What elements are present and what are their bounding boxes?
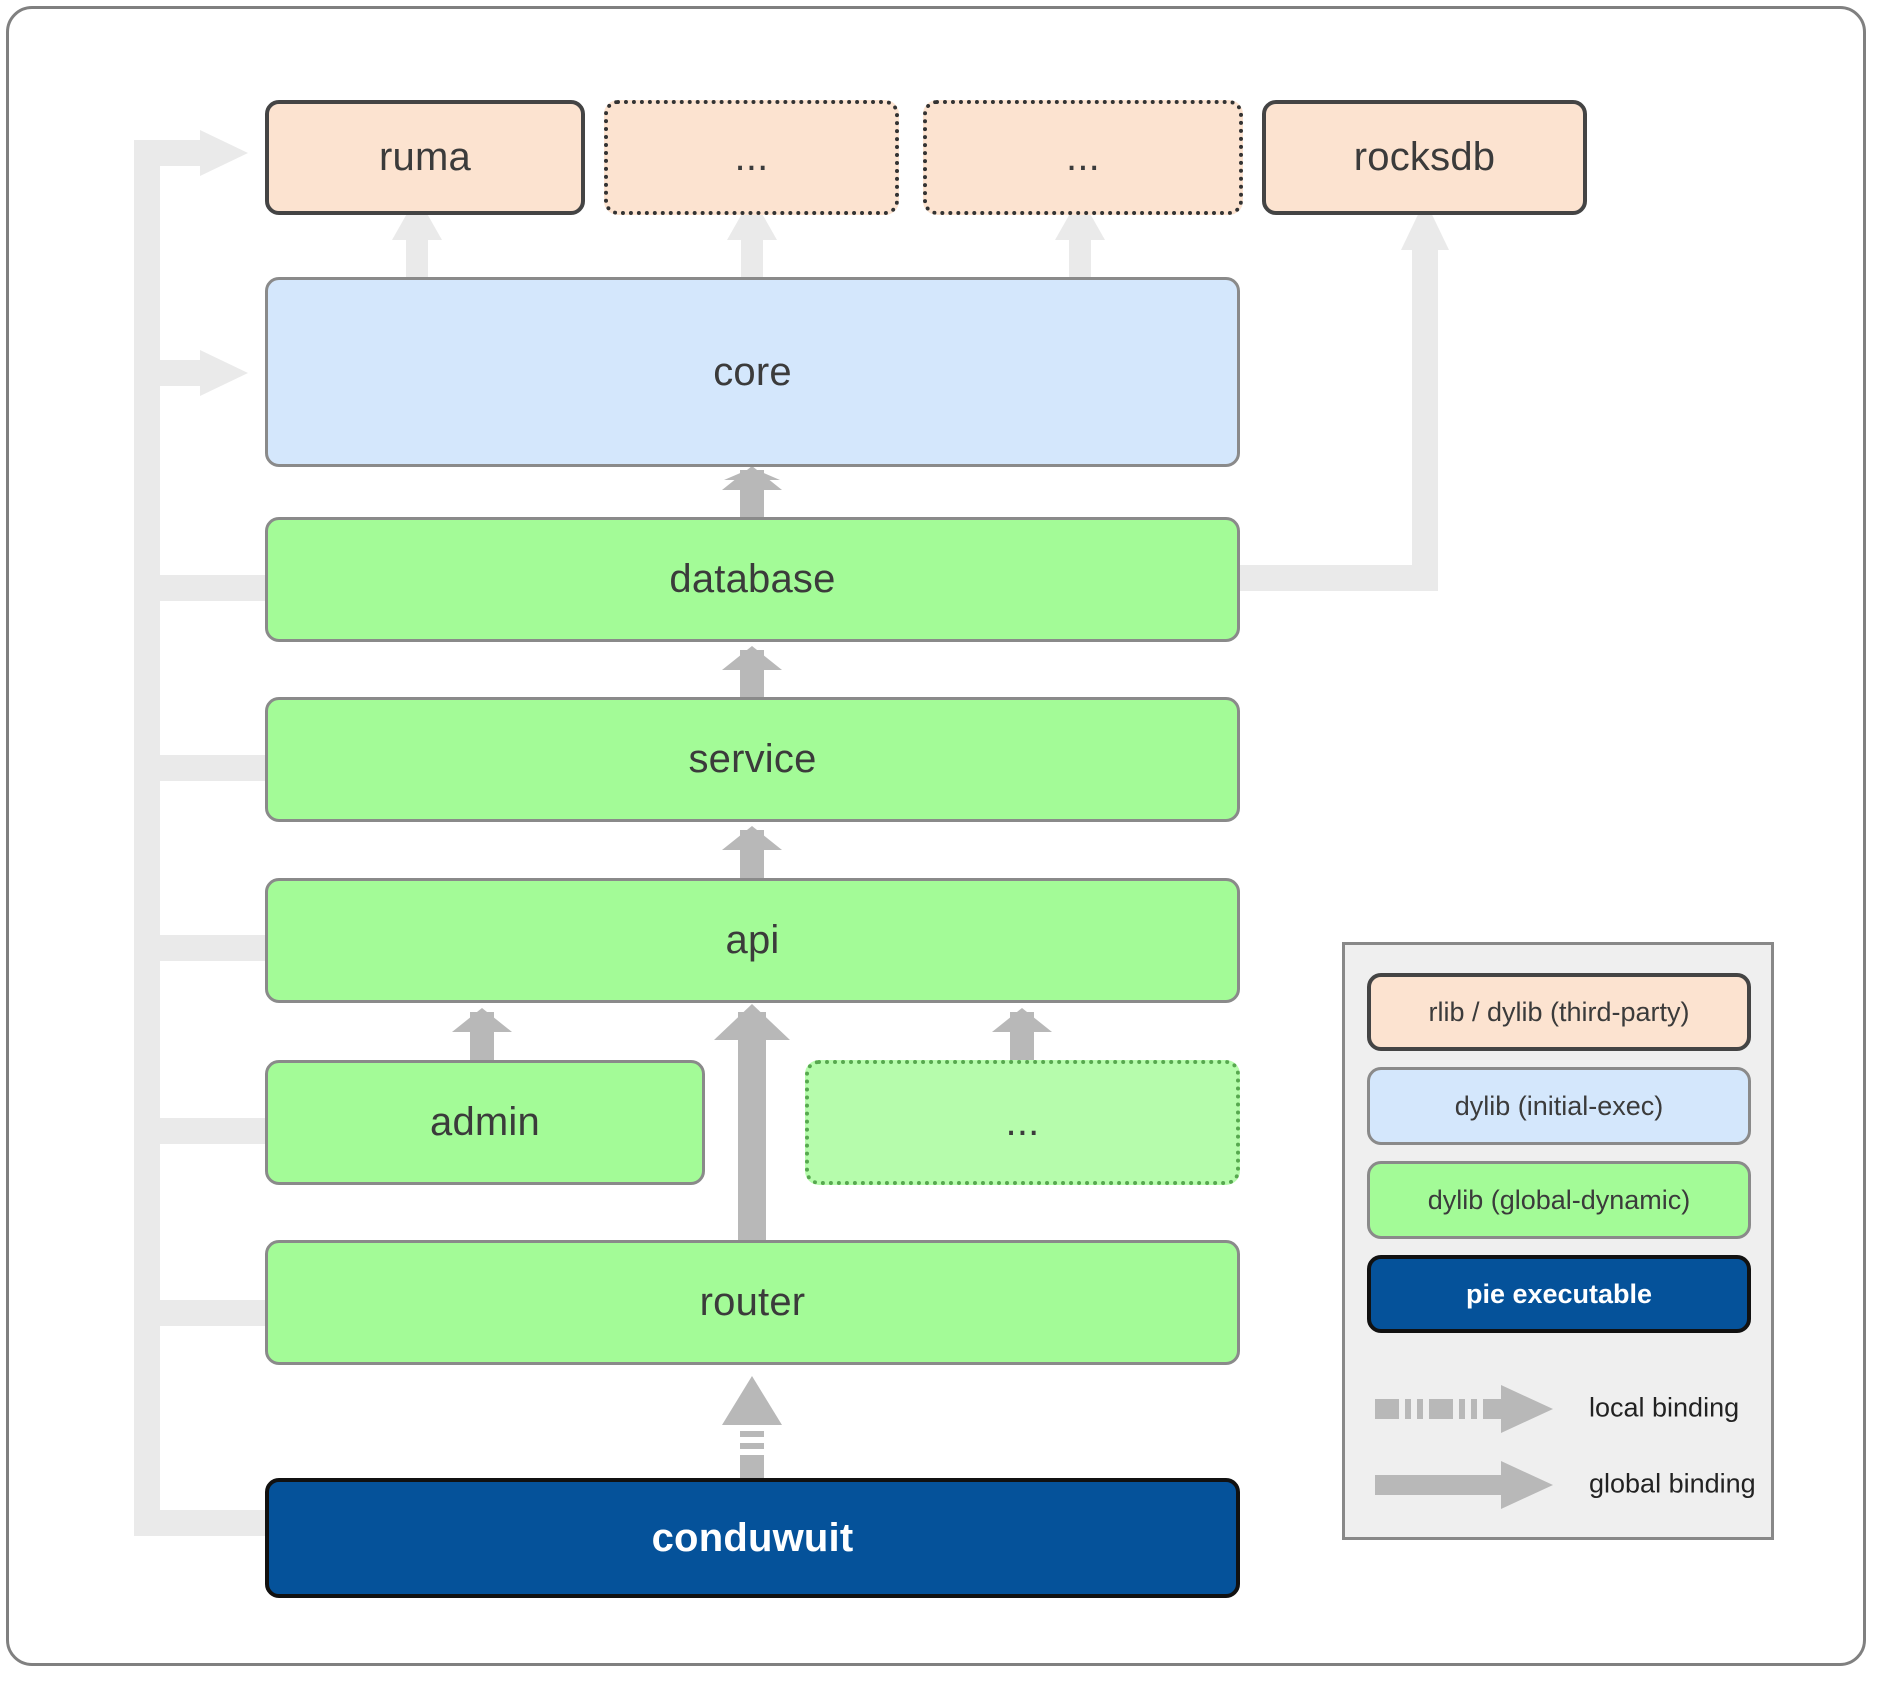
- node-rocksdb[interactable]: rocksdb: [1262, 100, 1587, 215]
- node-top-dots-2[interactable]: ...: [923, 100, 1243, 215]
- trunk-arrowheads: [200, 130, 248, 396]
- node-core[interactable]: core: [265, 277, 1240, 467]
- node-top-dots-2-label: ...: [1066, 135, 1100, 179]
- trunk-bus: [134, 140, 274, 1536]
- arrow-api-to-service: [722, 826, 782, 880]
- node-conduwuit-label: conduwuit: [651, 1515, 854, 1560]
- node-api-label: api: [725, 918, 780, 962]
- arrow-core-to-ruma: [392, 196, 442, 280]
- node-admin[interactable]: admin: [265, 1060, 705, 1185]
- legend-swatch-pie-label: pie executable: [1465, 1278, 1653, 1309]
- legend-swatch-global-dynamic: dylib (global-dynamic): [1367, 1161, 1751, 1239]
- local-binding-arrow-icon: [1375, 1385, 1553, 1433]
- legend-swatch-third-party-label: rlib / dylib (third-party): [1428, 996, 1690, 1027]
- legend-row-global-binding: global binding: [1367, 1453, 1757, 1515]
- arrow-core-to-top-dots-1: [727, 196, 777, 280]
- node-mid-dots[interactable]: ...: [805, 1060, 1240, 1185]
- arrow-admin-to-api: [452, 1008, 512, 1062]
- node-service-label: service: [688, 737, 817, 781]
- node-mid-dots-label: ...: [1005, 1100, 1040, 1144]
- node-top-dots-1-label: ...: [734, 135, 769, 179]
- legend-swatch-initial-exec-label: dylib (initial-exec): [1454, 1090, 1664, 1121]
- node-database[interactable]: database: [265, 517, 1240, 642]
- node-ruma-label: ruma: [379, 135, 471, 179]
- legend-swatch-global-dynamic-label: dylib (global-dynamic): [1427, 1184, 1691, 1215]
- node-rocksdb-label: rocksdb: [1353, 135, 1496, 179]
- arrow-router-to-api: [714, 1004, 790, 1244]
- node-router[interactable]: router: [265, 1240, 1240, 1365]
- node-service[interactable]: service: [265, 697, 1240, 822]
- arrow-conduwuit-to-router: [722, 1376, 782, 1480]
- edge-database-rocksdb: [1238, 200, 1449, 591]
- legend-panel: rlib / dylib (third-party) dylib (initia…: [1342, 942, 1774, 1540]
- legend-swatch-initial-exec: dylib (initial-exec): [1367, 1067, 1751, 1145]
- node-api[interactable]: api: [265, 878, 1240, 1003]
- global-binding-arrow-icon: [1375, 1461, 1553, 1509]
- legend-row-local-binding: local binding: [1367, 1377, 1757, 1439]
- node-ruma[interactable]: ruma: [265, 100, 585, 215]
- node-top-dots-1[interactable]: ...: [604, 100, 899, 215]
- legend-swatch-pie: pie executable: [1367, 1255, 1751, 1333]
- arrow-core-to-top-dots-2: [1055, 196, 1105, 280]
- legend-global-binding-label: global binding: [1589, 1468, 1756, 1499]
- arrow-database-to-core: [722, 466, 782, 520]
- arrow-service-to-database: [722, 646, 782, 700]
- legend-swatch-third-party: rlib / dylib (third-party): [1367, 973, 1751, 1051]
- node-admin-label: admin: [430, 1100, 540, 1144]
- node-conduwuit[interactable]: conduwuit: [265, 1478, 1240, 1598]
- node-database-label: database: [669, 557, 836, 601]
- node-router-label: router: [699, 1280, 806, 1324]
- arrow-mid-dots-to-api: [992, 1008, 1052, 1062]
- legend-local-binding-label: local binding: [1589, 1392, 1740, 1423]
- node-core-label: core: [713, 349, 792, 394]
